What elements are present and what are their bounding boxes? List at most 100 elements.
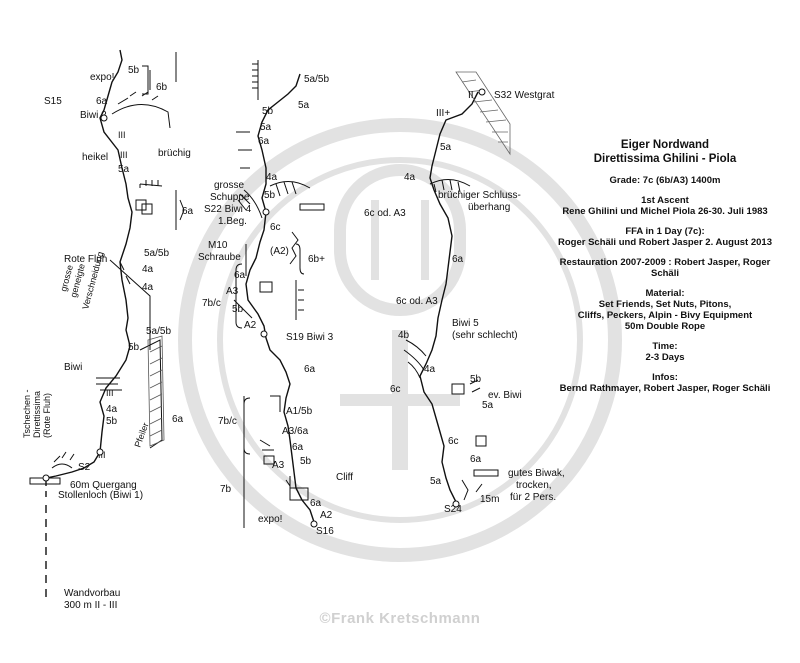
grade-label: 6c od. A3 bbox=[364, 208, 406, 219]
grade-label: 5b bbox=[128, 65, 140, 76]
grade-label: 4b bbox=[398, 330, 410, 341]
grade-label: 6a bbox=[470, 454, 482, 465]
feature-label: grosse bbox=[214, 180, 244, 191]
note-label: brüchig bbox=[158, 148, 191, 159]
bivouac-label: Biwi 5 bbox=[452, 318, 479, 329]
bivouac-label: S22 Biwi 4 bbox=[204, 204, 252, 215]
note-label: 1.Beg. bbox=[218, 216, 247, 227]
bivouac-label: trocken, bbox=[516, 480, 552, 491]
grade-label: 4a bbox=[142, 282, 154, 293]
belay-stations bbox=[42, 88, 486, 528]
grade-label: 4a bbox=[142, 264, 154, 275]
restoration-text: Restauration 2007-2009 : Robert Jasper, … bbox=[559, 257, 771, 279]
column-1-hatched-pfeiler bbox=[147, 335, 165, 447]
note-label: heikel bbox=[82, 152, 108, 163]
grade-label: 6a bbox=[452, 254, 464, 265]
grade-label: 5b bbox=[262, 106, 274, 117]
grade-label: 4a bbox=[106, 404, 118, 415]
bivouac-label: (sehr schlecht) bbox=[452, 330, 518, 341]
grade-label: 6a bbox=[258, 136, 270, 147]
grade-label: 5b bbox=[470, 374, 482, 385]
grade-label: 6c bbox=[390, 384, 401, 395]
grade-label: 7b bbox=[220, 484, 232, 495]
first-ascent-text: Rene Ghilini und Michel Piola 26-30. Jul… bbox=[562, 206, 768, 217]
grade-label: 6c bbox=[270, 222, 281, 233]
traverse-label: 60m Quergang bbox=[70, 480, 137, 491]
grade-label: 6a bbox=[234, 270, 246, 281]
grade-label: A3/6a bbox=[282, 426, 309, 437]
grade-label: III bbox=[106, 388, 114, 398]
route-line-column-3 bbox=[419, 91, 479, 503]
grade-label: III bbox=[120, 150, 128, 160]
grade-label: 6c od. A3 bbox=[396, 296, 438, 307]
note-label: Cliff bbox=[336, 472, 353, 483]
grade-label: 5b bbox=[106, 416, 118, 427]
bivouac-label: S19 Biwi 3 bbox=[286, 332, 334, 343]
grade-label: 5b bbox=[300, 456, 312, 467]
material-line: 50m Double Rope bbox=[624, 321, 706, 332]
column-3-labels: II S32 Westgrat III+ 5a 4a brüchiger Sch… bbox=[364, 90, 565, 515]
column-1-features bbox=[29, 52, 185, 485]
grade-label: 4a bbox=[424, 364, 436, 375]
grade-label: 6a bbox=[172, 414, 184, 425]
stand-label: S2 bbox=[78, 462, 91, 473]
column-3-hatched-ridge bbox=[455, 71, 511, 156]
grade-label: III+ bbox=[436, 108, 450, 119]
route-line-column-1 bbox=[45, 49, 133, 600]
grade-label: 5b bbox=[232, 304, 244, 315]
grade-label: 5a bbox=[260, 122, 272, 133]
grade-label: 6b+ bbox=[308, 254, 325, 265]
feature-label: M10 bbox=[208, 240, 228, 251]
area-label: Rote Fluh bbox=[64, 254, 107, 265]
feature-label: Schraube bbox=[198, 252, 241, 263]
stand-label: S15 bbox=[44, 96, 62, 107]
grade-label: A3 bbox=[272, 460, 285, 471]
route-title: Eiger Nordwand bbox=[620, 139, 710, 151]
bivouac-label: Stollenloch (Biwi 1) bbox=[58, 490, 143, 501]
bivouac-label: für 2 Pers. bbox=[510, 492, 556, 503]
grade-label: 6a bbox=[182, 206, 194, 217]
bivouac-label: Biwi bbox=[64, 362, 82, 373]
bivouac-label: ev. Biwi bbox=[488, 390, 522, 401]
grade-label: 6a bbox=[292, 442, 304, 453]
copyright-watermark: ©Frank Kretschmann bbox=[319, 610, 481, 627]
feature-label: brüchiger Schluss- bbox=[438, 190, 521, 201]
grade-info: Grade: 7c (6b/A3) 1400m bbox=[609, 175, 721, 186]
grade-label: 5a/5b bbox=[304, 74, 329, 85]
feature-label: Pfeiler bbox=[132, 421, 150, 448]
grade-label: 5b bbox=[128, 342, 140, 353]
note-label: expo! bbox=[258, 514, 282, 525]
watermark-logo bbox=[178, 118, 622, 562]
grade-label: 6a bbox=[304, 364, 316, 375]
time-text: 2-3 Days bbox=[645, 352, 685, 363]
note-label: expo! bbox=[90, 72, 114, 83]
feature-label: überhang bbox=[468, 202, 510, 213]
stand-label: S32 Westgrat bbox=[494, 90, 555, 101]
grade-label: A1/5b bbox=[286, 406, 313, 417]
ffa-text: Roger Schäli und Robert Jasper 2. August… bbox=[558, 237, 772, 248]
infos-heading: Infos: bbox=[652, 372, 678, 383]
grade-label: 6c bbox=[448, 436, 459, 447]
feature-label: Schuppe bbox=[210, 192, 250, 203]
grade-label: 5a/5b bbox=[144, 248, 169, 259]
grade-label: II bbox=[468, 90, 474, 101]
grade-label: 5a bbox=[482, 400, 494, 411]
grade-label: 6a bbox=[310, 498, 322, 509]
grade-label: 7b/c bbox=[218, 416, 237, 427]
material-line: Cliffs, Peckers, Alpin - Bivy Equipment bbox=[577, 310, 753, 321]
stand-label: S24 bbox=[444, 504, 462, 515]
grade-label: 4a bbox=[404, 172, 416, 183]
route-link-label: (Rote Fluh) bbox=[42, 393, 52, 438]
route-info-panel: Eiger Nordwand Direttissima Ghilini - Pi… bbox=[545, 138, 785, 394]
grade-label: 5a bbox=[430, 476, 442, 487]
column-3-features bbox=[403, 179, 499, 501]
material-heading: Material: bbox=[645, 288, 685, 299]
grade-label: 5b bbox=[264, 190, 276, 201]
material-line: Set Friends, Set Nuts, Pitons, bbox=[598, 299, 732, 310]
grade-label: III bbox=[118, 130, 126, 140]
grade-label: 5a bbox=[118, 164, 130, 175]
stand-label: S16 bbox=[316, 526, 334, 537]
approach-label: 300 m II - III bbox=[64, 600, 117, 611]
grade-label: 6a bbox=[96, 96, 108, 107]
